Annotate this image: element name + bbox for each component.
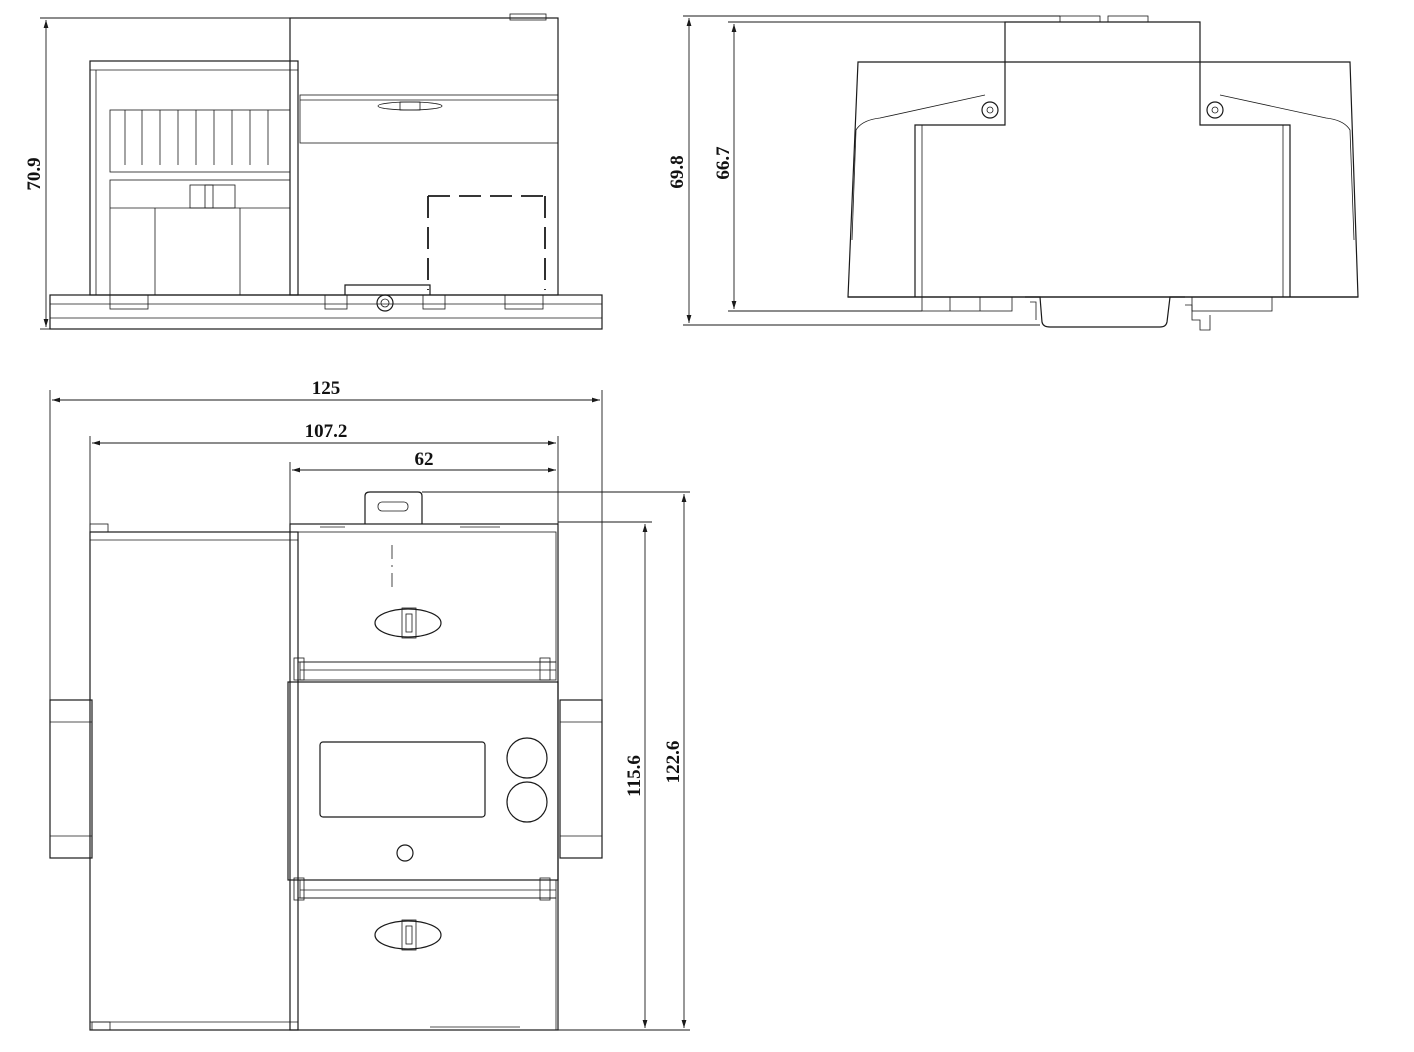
dim-label-end-total: 69.8 [667, 155, 688, 188]
front-lcd-window [319, 741, 486, 818]
dim-label-body-width: 107.2 [305, 421, 348, 442]
end-hinge-right [1206, 101, 1224, 119]
front-display-face [287, 681, 559, 881]
end-top-hump [1004, 21, 1201, 105]
end-hinge-left [981, 101, 999, 119]
dim-label-end-body: 66.7 [713, 146, 734, 180]
side-din-rail [49, 294, 603, 330]
dim-label-side-height: 70.9 [24, 157, 45, 190]
front-bottom-terminal-cover [297, 897, 557, 1031]
end-outer-housing [847, 61, 1359, 298]
dim-label-front-total: 122.6 [663, 741, 684, 784]
front-sealing-tab [364, 491, 423, 524]
front-bottom-hinge [299, 879, 557, 899]
side-view: 70.9 [24, 13, 603, 330]
front-bottom-latch [374, 919, 442, 951]
front-led-indicator [396, 844, 414, 862]
side-screw [376, 294, 394, 312]
side-left-body [89, 60, 299, 296]
front-din-rail-left [49, 699, 93, 859]
end-din-rail-profile [1025, 296, 1185, 328]
front-din-rail-right [559, 699, 603, 859]
front-module-body [289, 523, 559, 1031]
dim-label-overall-width: 125 [312, 378, 341, 399]
front-button-bottom [506, 781, 548, 823]
dim-label-front-body: 115.6 [624, 755, 645, 797]
front-top-hinge [299, 661, 557, 681]
front-top-latch [374, 607, 442, 639]
dim-label-module-width: 62 [415, 449, 434, 470]
side-terminal-block [109, 179, 291, 296]
front-top-terminal-cover [297, 531, 557, 663]
front-view: 125 107.2 62 115.6 122.6 [49, 378, 690, 1031]
side-dashed-cover [427, 195, 546, 290]
side-din-clip [344, 284, 431, 295]
end-view: 69.8 66.7 [667, 15, 1359, 331]
side-right-body [289, 17, 559, 296]
side-heatsink-fins [109, 109, 291, 173]
end-base-block-left [921, 296, 1013, 312]
end-base-block-right [1191, 296, 1273, 312]
side-latch [377, 101, 443, 111]
front-button-top [506, 737, 548, 779]
front-left-body [89, 531, 299, 1031]
